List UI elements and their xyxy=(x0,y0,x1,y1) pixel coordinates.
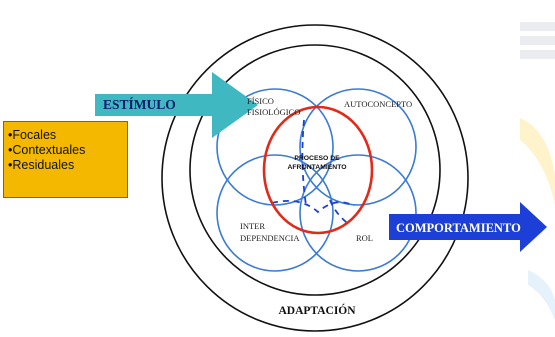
behavior-arrow xyxy=(389,202,547,252)
mode-circle-physio xyxy=(216,88,334,206)
mode-label-self-concept: AUTOCONCEPTO xyxy=(344,99,412,109)
stimulus-label: ESTÍMULO xyxy=(103,97,176,112)
stimulus-type-contextual: •Contextuales xyxy=(8,143,86,157)
stimulus-type-residual: •Residuales xyxy=(8,158,75,172)
mode-label-interdependence-line1: INTER xyxy=(240,221,265,231)
mode-label-interdependence-line2: DEPENDENCIA xyxy=(240,233,300,243)
coping-label-line1: PROCESO DE xyxy=(294,155,340,162)
mode-circle-self-concept xyxy=(299,88,417,206)
adaptation-label: ADAPTACIÓN xyxy=(278,303,356,317)
mode-circle-interdependence xyxy=(216,154,334,272)
mode-label-physio-line2: FISIOLÓGICO xyxy=(247,107,300,117)
mode-circles xyxy=(216,88,417,272)
mode-label-physio-line1: FÍSICO xyxy=(247,96,274,106)
inner-circle xyxy=(189,44,441,296)
behavior-label: COMPORTAMIENTO xyxy=(396,221,521,235)
coping-label-line2: AFRONTAMIENTO xyxy=(287,164,346,171)
background-decoration xyxy=(520,22,555,320)
stimulus-type-focal: •Focales xyxy=(8,128,57,142)
mode-circle-role xyxy=(299,154,417,272)
stimulus-arrow xyxy=(95,72,258,138)
stimulus-types-box: •Focales •Contextuales •Residuales xyxy=(3,121,128,198)
outer-circle xyxy=(161,24,469,332)
coping-circle xyxy=(262,105,374,235)
dashed-connectors xyxy=(271,119,355,226)
mode-label-role: ROL xyxy=(356,233,373,243)
